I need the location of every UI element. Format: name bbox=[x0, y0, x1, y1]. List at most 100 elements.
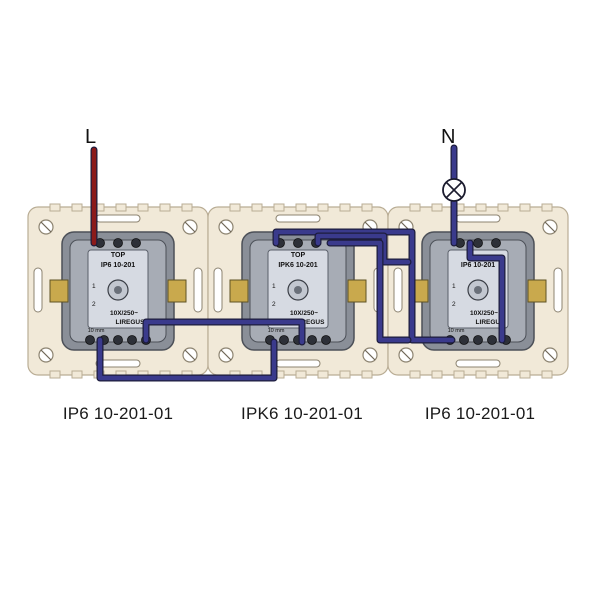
device-caption-3: IP6 10-201-01 bbox=[424, 404, 536, 423]
plate-notch bbox=[273, 203, 285, 212]
side-clip bbox=[167, 279, 187, 303]
screw-slot bbox=[40, 221, 52, 233]
plate-notch bbox=[339, 203, 351, 212]
plate-notch bbox=[431, 370, 443, 379]
side-mark: 1 bbox=[452, 283, 456, 290]
mechanism-knob-core bbox=[114, 286, 122, 294]
screw-slot bbox=[220, 349, 232, 361]
plate-notch bbox=[361, 203, 373, 212]
body-mark: IPK6 10-201 bbox=[278, 262, 317, 269]
terminal-screw bbox=[131, 238, 141, 248]
mechanism-knob-core bbox=[294, 286, 302, 294]
plate-notch bbox=[519, 203, 531, 212]
plate-notch bbox=[339, 370, 351, 379]
plate-notch bbox=[475, 203, 487, 212]
terminal-screw bbox=[487, 335, 497, 345]
side-mark: 2 bbox=[272, 301, 276, 308]
screw-slot bbox=[400, 349, 412, 361]
plate-slot bbox=[95, 359, 141, 368]
brand-mark: LIREGUS bbox=[296, 319, 326, 326]
screw-slot bbox=[364, 349, 376, 361]
terminal-mark: 10 mm bbox=[268, 328, 285, 334]
terminal-screw bbox=[85, 335, 95, 345]
plate-slot bbox=[455, 214, 501, 223]
switch-mechanism: IP6 10-201 10X/250~ LIREGUS 10 mm 1 2 bbox=[409, 231, 547, 351]
traveler-wire-b bbox=[143, 319, 305, 345]
brand-mark: LIREGUS bbox=[476, 319, 506, 326]
traveler-wire-e bbox=[327, 240, 411, 343]
device-caption-1: IP6 10-201-01 bbox=[62, 404, 174, 423]
plate-notch bbox=[497, 370, 509, 379]
plate-notch bbox=[137, 203, 149, 212]
traveler-wire-c bbox=[273, 229, 455, 343]
traveler-wire-f bbox=[467, 240, 505, 343]
side-mark: 2 bbox=[452, 301, 456, 308]
terminal-screw bbox=[127, 335, 137, 345]
neutral-label: N bbox=[441, 126, 456, 148]
plate-notch bbox=[317, 203, 329, 212]
screw-slot bbox=[184, 349, 196, 361]
plate-notch bbox=[361, 370, 373, 379]
plate-notch bbox=[295, 203, 307, 212]
top-mark: TOP bbox=[291, 252, 306, 259]
traveler-wire-a bbox=[97, 337, 277, 381]
side-clip bbox=[347, 279, 367, 303]
device-caption-2: IPK6 10-201-01 bbox=[241, 404, 363, 423]
plate-slot bbox=[275, 359, 321, 368]
terminal-screw bbox=[473, 238, 483, 248]
screw-slot bbox=[184, 221, 196, 233]
plate-notch bbox=[159, 203, 171, 212]
plate-slot bbox=[95, 214, 141, 223]
plate-slot bbox=[393, 267, 403, 313]
terminal-mark: 10 mm bbox=[448, 328, 465, 334]
screw-slot bbox=[544, 221, 556, 233]
plate-notch bbox=[49, 203, 61, 212]
terminal-screw bbox=[473, 335, 483, 345]
lamp-cross bbox=[445, 181, 463, 199]
lamp-icon bbox=[442, 178, 466, 202]
plate-notch bbox=[115, 203, 127, 212]
terminal-screw bbox=[321, 335, 331, 345]
screw-slot bbox=[544, 349, 556, 361]
plate-slot bbox=[553, 267, 563, 313]
terminal-screw bbox=[113, 335, 123, 345]
body-mark: IP6 10-201 bbox=[101, 262, 135, 269]
plate-slot bbox=[193, 267, 203, 313]
terminal-screw bbox=[491, 238, 501, 248]
plate-notch bbox=[475, 370, 487, 379]
plate-notch bbox=[71, 370, 83, 379]
mechanism-knob-core bbox=[474, 286, 482, 294]
plate-notch bbox=[229, 203, 241, 212]
line-label: L bbox=[85, 126, 97, 148]
body-mark: IP6 10-201 bbox=[461, 262, 495, 269]
plate-notch bbox=[453, 370, 465, 379]
terminal-screw bbox=[279, 335, 289, 345]
side-clip bbox=[527, 279, 547, 303]
top-mark: TOP bbox=[111, 252, 126, 259]
plate-notch bbox=[49, 370, 61, 379]
plate-notch bbox=[251, 203, 263, 212]
rating-mark: 10X/250~ bbox=[470, 310, 498, 317]
plate-notch bbox=[431, 203, 443, 212]
plate-slot bbox=[455, 359, 501, 368]
side-mark: 2 bbox=[92, 301, 96, 308]
brand-mark: LIREGUS bbox=[116, 319, 146, 326]
plate-notch bbox=[519, 370, 531, 379]
plate-notch bbox=[541, 203, 553, 212]
plate-notch bbox=[541, 370, 553, 379]
plate-notch bbox=[497, 203, 509, 212]
plate-notch bbox=[409, 203, 421, 212]
screw-slot bbox=[40, 349, 52, 361]
screw-slot bbox=[220, 221, 232, 233]
terminal-screw bbox=[293, 238, 303, 248]
terminal-mark: 10 mm bbox=[88, 328, 105, 334]
plate-notch bbox=[295, 370, 307, 379]
plate-notch bbox=[71, 203, 83, 212]
plate-slot bbox=[213, 267, 223, 313]
terminal-screw bbox=[459, 335, 469, 345]
rating-mark: 10X/250~ bbox=[110, 310, 138, 317]
wiring bbox=[90, 144, 506, 382]
